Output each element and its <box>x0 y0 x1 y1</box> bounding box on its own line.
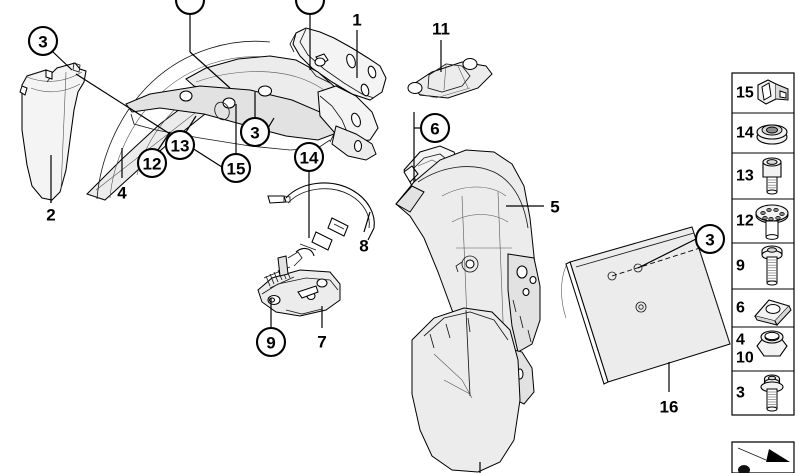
callout-1: 1 <box>352 11 361 30</box>
legend-part-number: 12 <box>736 213 754 230</box>
spring-clip-icon <box>757 79 789 105</box>
legend-part-number: 14 <box>736 125 754 142</box>
callout-16: 16 <box>660 398 679 417</box>
legend-part-number: 3 <box>736 385 745 402</box>
callout-14: 14 <box>293 141 325 173</box>
callout-15: 15 <box>220 152 252 184</box>
legend-part-number: 6 <box>736 300 745 317</box>
mudflap-lower <box>411 307 521 473</box>
grommet-icon <box>756 124 788 145</box>
callout-11: 11 <box>432 20 450 39</box>
callout-label: 1 <box>352 11 361 30</box>
legend-panel: 15 14 13 12 9 6 410 3 <box>731 72 795 416</box>
legend-part-number: 4 <box>736 332 745 349</box>
callout-ring <box>419 112 451 144</box>
callout-12: 12 <box>136 147 168 179</box>
callout-label: 9 <box>266 334 275 353</box>
legend-row-14[interactable]: 14 <box>732 112 794 145</box>
callout-ring <box>293 141 325 173</box>
legend-row-15[interactable]: 15 <box>736 79 789 105</box>
flange-bolt-icon <box>760 374 784 412</box>
legend-row-12[interactable]: 12 <box>732 198 794 240</box>
callout-6: 6 <box>419 112 451 144</box>
callout-label: 5 <box>550 198 559 217</box>
legend-part-number: 10 <box>736 350 754 367</box>
callout-8: 8 <box>359 237 368 256</box>
callout-5: 5 <box>550 198 559 217</box>
part-5-fender-carrier <box>395 145 541 405</box>
callout-label: 12 <box>143 155 162 174</box>
callout-label: 3 <box>38 33 47 52</box>
flange-bolt-long-icon <box>761 245 783 286</box>
legend-part-number: 9 <box>736 258 745 275</box>
leader-lines <box>50 10 697 392</box>
hex-lock-nut-icon <box>756 330 788 357</box>
part-1-subframe-bracket <box>125 27 387 161</box>
legend-row-9[interactable]: 9 <box>732 242 794 286</box>
callout-ring <box>220 152 252 184</box>
part-2-inner-cover <box>19 62 87 201</box>
legend-row-4-10[interactable]: 410 <box>732 326 794 367</box>
legend-row-13[interactable]: 13 <box>732 152 794 195</box>
part-8-cable-assembly <box>267 182 375 251</box>
callout-label: 3 <box>250 124 259 143</box>
callout-4: 4 <box>117 184 127 203</box>
socket-head-bolt-icon <box>762 157 782 195</box>
callout-label: 15 <box>227 160 246 179</box>
callout-label: 13 <box>171 137 190 156</box>
legend-row-3[interactable]: 3 <box>732 370 794 412</box>
callout-ring <box>239 116 271 148</box>
callout-2: 2 <box>46 206 55 225</box>
callout-label: 4 <box>117 184 127 203</box>
partial-callout-circles-top <box>174 0 326 15</box>
part-11-clip-plate <box>407 57 493 99</box>
callout-ring <box>136 147 168 179</box>
callout-ring <box>27 25 59 57</box>
callout-ring <box>255 326 287 358</box>
callout-label: 16 <box>660 398 679 417</box>
legend-part-number: 15 <box>736 85 754 102</box>
legend-row-6[interactable]: 6 <box>732 288 794 326</box>
part-7-mounting-bracket <box>257 247 341 317</box>
callout-9: 9 <box>255 326 287 358</box>
part-16-plate-backing <box>561 226 731 385</box>
callout-label: 11 <box>432 20 450 39</box>
callout-13: 13 <box>164 129 196 161</box>
callout-ring <box>694 223 726 255</box>
callout-label: 2 <box>46 206 55 225</box>
cage-nut-clip-icon <box>753 299 792 326</box>
splined-rivet-icon <box>755 204 789 240</box>
callout-label: 3 <box>705 231 714 250</box>
callout-label: 8 <box>359 237 368 256</box>
callout-3: 3 <box>694 223 726 255</box>
legend-partial-bottom-box <box>731 441 795 473</box>
legend-outer-border <box>731 72 795 416</box>
callout-label: 14 <box>300 149 319 168</box>
callout-ring <box>164 129 196 161</box>
callout-label: 6 <box>430 120 439 139</box>
callout-label: 7 <box>317 333 326 352</box>
callout-3: 3 <box>239 116 271 148</box>
legend-part-number: 13 <box>736 168 754 185</box>
callout-3: 3 <box>27 25 59 57</box>
callout-7: 7 <box>317 333 326 352</box>
